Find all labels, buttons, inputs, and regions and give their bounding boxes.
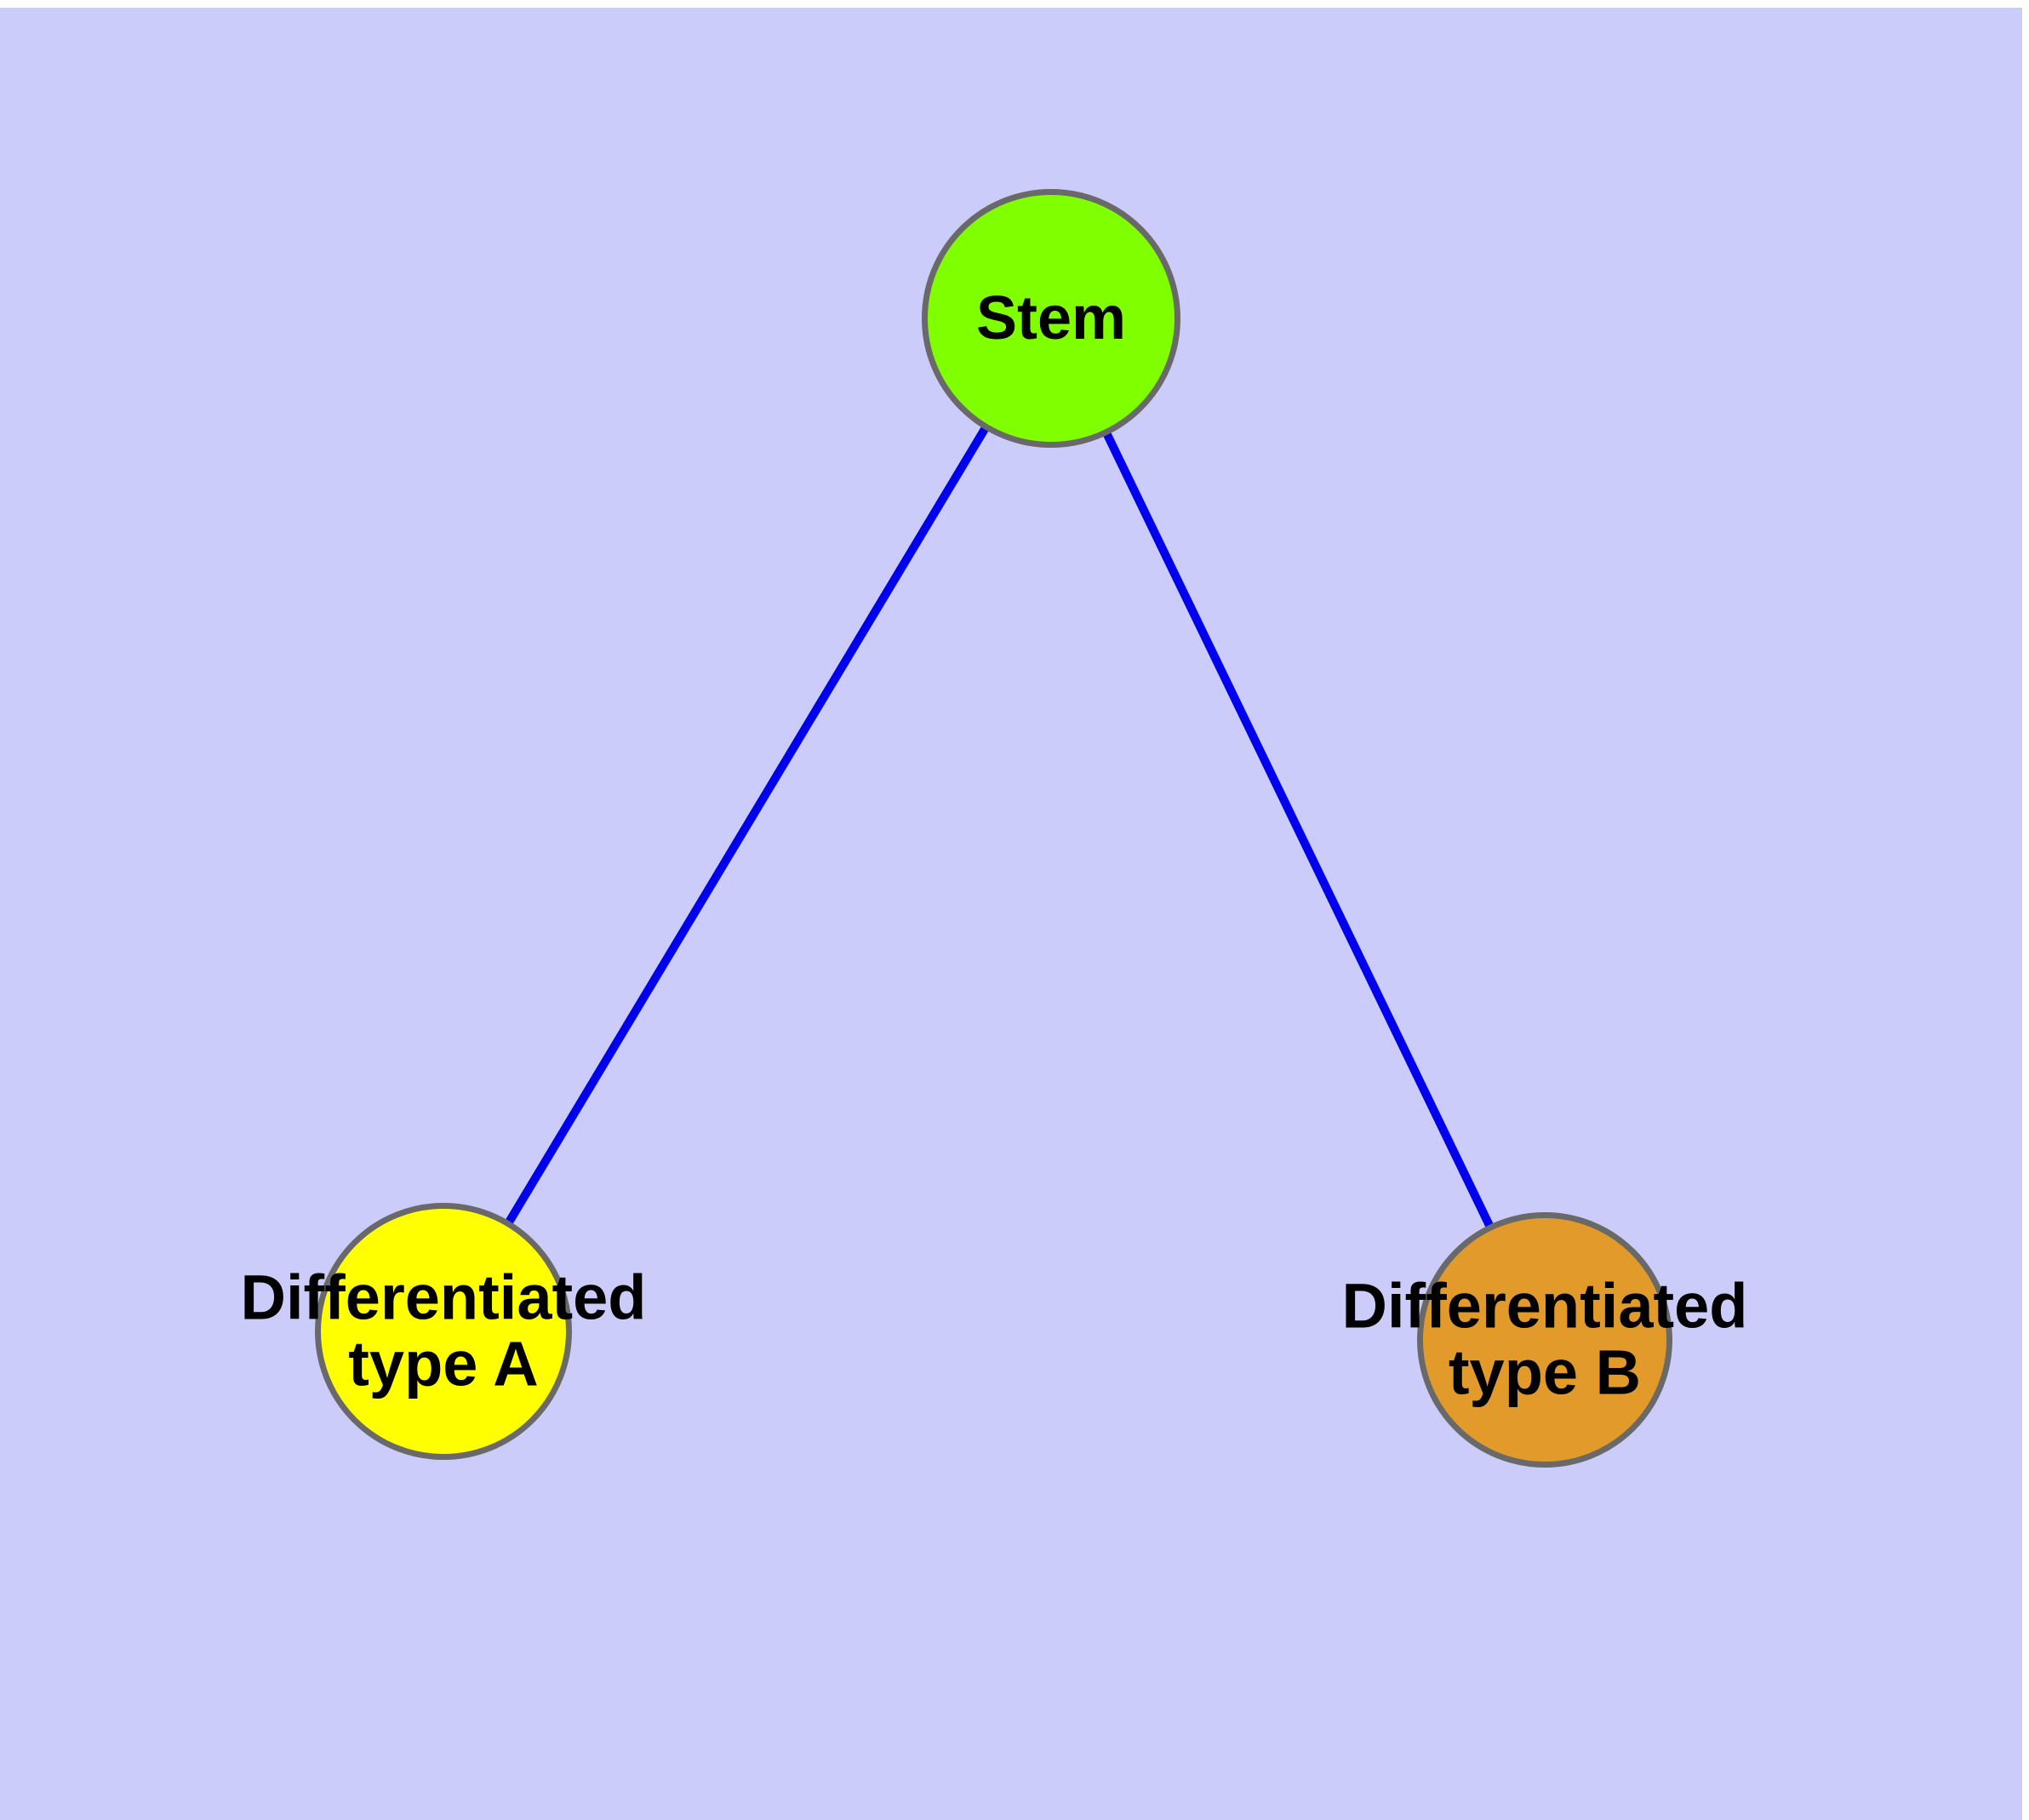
edge-stem-diff-a[interactable] <box>439 316 1055 1334</box>
edge-stem-diff-b[interactable] <box>1047 316 1549 1342</box>
node-differentiated-type-a[interactable] <box>315 1203 572 1460</box>
node-stem[interactable] <box>922 189 1180 448</box>
node-differentiated-type-b[interactable] <box>1417 1212 1672 1468</box>
edge-layer <box>439 316 1549 1342</box>
node-layer <box>315 189 1672 1468</box>
